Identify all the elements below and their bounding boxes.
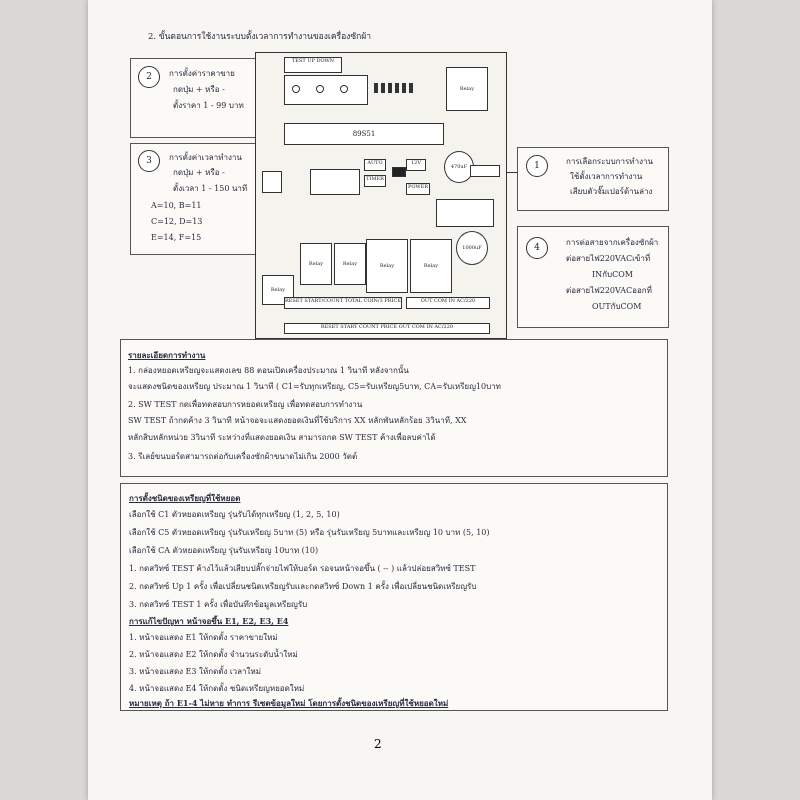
header-pin bbox=[374, 83, 378, 93]
header-pin bbox=[395, 83, 399, 93]
terminal-block-left: RESET START/COUNT TOTAL COIN/3 PRICE bbox=[284, 297, 402, 309]
relay: Relay bbox=[262, 275, 294, 305]
capacitor bbox=[470, 165, 500, 177]
callout-text: ต่อสายไฟ220VACออกที่ bbox=[566, 286, 652, 295]
coin-setup-line: เลือกใช้ C5 ตัวหยอดเหรียญ รุ่นรับเหรียญ … bbox=[129, 528, 490, 537]
capacitor: 1000uF 25V bbox=[456, 231, 488, 265]
callout-wiring: 4 การต่อสายจากเครื่องซักผ้า ต่อสายไฟ220V… bbox=[517, 226, 669, 328]
callout-number: 4 bbox=[526, 237, 548, 259]
relay: Relay bbox=[446, 67, 488, 111]
operation-line: จะแสดงชนิดของเหรียญ ประมาณ 1 วินาที ( C1… bbox=[128, 382, 501, 391]
callout-text: ต่อสายไฟ220VACเข้าที่ bbox=[566, 254, 651, 263]
callout-text: เสียบตัวจั๊มเปอร์ด้านล่าง bbox=[570, 187, 653, 196]
button-label-strip: TEST UP DOWN bbox=[284, 57, 342, 73]
coin-setup-line: เลือกใช้ C1 ตัวหยอดเหรียญ รุ่นรับได้ทุกเ… bbox=[129, 510, 340, 519]
callout-number: 2 bbox=[138, 66, 160, 88]
callout-text: C=12, D=13 bbox=[151, 217, 203, 226]
callout-text: การต่อสายจากเครื่องซักผ้า bbox=[566, 238, 659, 247]
relay: Relay bbox=[410, 239, 452, 293]
jumper-label: AUTO bbox=[364, 159, 386, 171]
header-pin bbox=[381, 83, 385, 93]
callout-text: OUTกับCOM bbox=[592, 302, 642, 311]
relay: Relay bbox=[366, 239, 408, 293]
troubleshoot-heading: การแก้ไขปัญหา หน้าจอขึ้น E1, E2, E3, E4 bbox=[129, 616, 289, 626]
jumper-label: TIMER bbox=[364, 175, 386, 187]
callout-time-setting: 3 การตั้งค่าเวลาทำงาน กดปุ่ม + หรือ - ตั… bbox=[130, 143, 260, 255]
callout-text: ตั้งราคา 1 - 99 บาท bbox=[173, 101, 244, 110]
callout-text: กดปุ่ม + หรือ - bbox=[173, 168, 225, 177]
relay: Relay bbox=[300, 243, 332, 285]
operation-line: 1. กล่องหยอดเหรียญจะแสดงเลข 88 ตอนเปิดเค… bbox=[128, 366, 409, 375]
voltage-label: 12V bbox=[406, 159, 426, 171]
callout-number: 3 bbox=[138, 150, 160, 172]
mcu-chip: 89S51 bbox=[284, 123, 444, 145]
callout-text: INกับCOM bbox=[592, 270, 633, 279]
header-pin bbox=[388, 83, 392, 93]
power-label: POWER bbox=[406, 183, 430, 195]
callout-text: ตั้งเวลา 1 - 150 นาที bbox=[173, 184, 248, 193]
relay: Relay bbox=[334, 243, 366, 285]
coin-setup-line: 2. กดสวิทซ์ Up 1 ครั้ง เพื่อเปลี่ยนชนิดเ… bbox=[129, 582, 477, 591]
callout-text: A=10, B=11 bbox=[151, 201, 202, 210]
coin-setup-line: เลือกใช้ CA ตัวหยอดเหรียญ รุ่นรับเหรียญ … bbox=[129, 546, 319, 555]
circuit-board-diagram: TEST UP DOWN Relay 89S51 AUTO TIMER 12V … bbox=[255, 52, 507, 339]
operation-heading: รายละเอียดการทำงาน bbox=[128, 350, 206, 360]
trimmer-dot bbox=[316, 85, 324, 93]
callout-text: กดปุ่ม + หรือ - bbox=[173, 85, 225, 94]
terminal-label-row: RESET START COUNT PRICE OUT COM IN AC/22… bbox=[284, 323, 490, 334]
callout-text: การตั้งค่าราคาขาย bbox=[169, 69, 235, 78]
coin-setup-line: 3. กดสวิทซ์ TEST 1 ครั้ง เพื่อบันทึกข้อม… bbox=[129, 600, 308, 609]
header-pin bbox=[409, 83, 413, 93]
troubleshoot-line: 4. หน้าจอแสดง E4 ให้กดตั้ง ชนิดเหรียญหยอ… bbox=[129, 684, 305, 693]
coin-setup-heading: การตั้งชนิดของเหรียญที่ใช้หยอด bbox=[129, 493, 241, 503]
troubleshoot-line: 2. หน้าจอแสดง E2 ให้กดตั้ง จำนวนระดับน้ำ… bbox=[129, 650, 298, 659]
jumper bbox=[392, 167, 406, 177]
terminal-block-right: OUT COM IN AC/220 bbox=[406, 297, 490, 309]
troubleshoot-line: 1. หน้าจอแสดง E1 ให้กดตั้ง ราคาขายใหม่ bbox=[129, 633, 278, 642]
troubleshoot-line: 3. หน้าจอแสดง E3 ให้กดตั้ง เวลาใหม่ bbox=[129, 667, 261, 676]
callout-mode-select: 1 การเลือกระบบการทำงาน ใช้ตั้งเวลาการทำง… bbox=[517, 147, 669, 211]
operation-line: 2. SW TEST กดเพื่อทดสอบการหยอดเหรียญ เพื… bbox=[128, 400, 363, 409]
section-title: 2. ขั้นตอนการใช้งานระบบตั้งเวลาการทำงานข… bbox=[148, 32, 372, 42]
page-number: 2 bbox=[374, 737, 382, 751]
trimmer-dot bbox=[340, 85, 348, 93]
capacitor: 470uF bbox=[444, 151, 474, 183]
callout-price-setting: 2 การตั้งค่าราคาขาย กดปุ่ม + หรือ - ตั้ง… bbox=[130, 58, 260, 138]
header-pin bbox=[402, 83, 406, 93]
operation-line: หลักสิบหลักหน่วย 3วินาที ระหว่างที่แสดงย… bbox=[128, 433, 436, 442]
trimmer-dot bbox=[292, 85, 300, 93]
operation-line: SW TEST ถ้ากดค้าง 3 วินาที หน้าจอจะแสดงย… bbox=[128, 416, 467, 425]
operation-details-box: รายละเอียดการทำงาน 1. กล่องหยอดเหรียญจะแ… bbox=[120, 339, 668, 477]
push-button bbox=[262, 171, 282, 193]
note-text: หมายเหตุ ถ้า E1-4 ไม่หาย ทำการ รีเซตข้อม… bbox=[129, 698, 449, 708]
coin-setup-line: 1. กดสวิทซ์ TEST ค้างไว้แล้วเสียบปลั๊กจ่… bbox=[129, 564, 476, 573]
potentiometer-block bbox=[310, 169, 360, 195]
callout-text: E=14, F=15 bbox=[151, 233, 202, 242]
callout-text: การตั้งค่าเวลาทำงาน bbox=[169, 153, 242, 162]
coin-setup-box: การตั้งชนิดของเหรียญที่ใช้หยอด เลือกใช้ … bbox=[120, 483, 668, 711]
callout-text: การเลือกระบบการทำงาน bbox=[566, 157, 653, 166]
operation-line: 3. รีเลย์ขนบอร์ดสามารถต่อกับเครื่องซักผ้… bbox=[128, 452, 358, 461]
callout-text: ใช้ตั้งเวลาการทำงาน bbox=[570, 172, 643, 181]
power-module bbox=[436, 199, 494, 227]
callout-number: 1 bbox=[526, 155, 548, 177]
